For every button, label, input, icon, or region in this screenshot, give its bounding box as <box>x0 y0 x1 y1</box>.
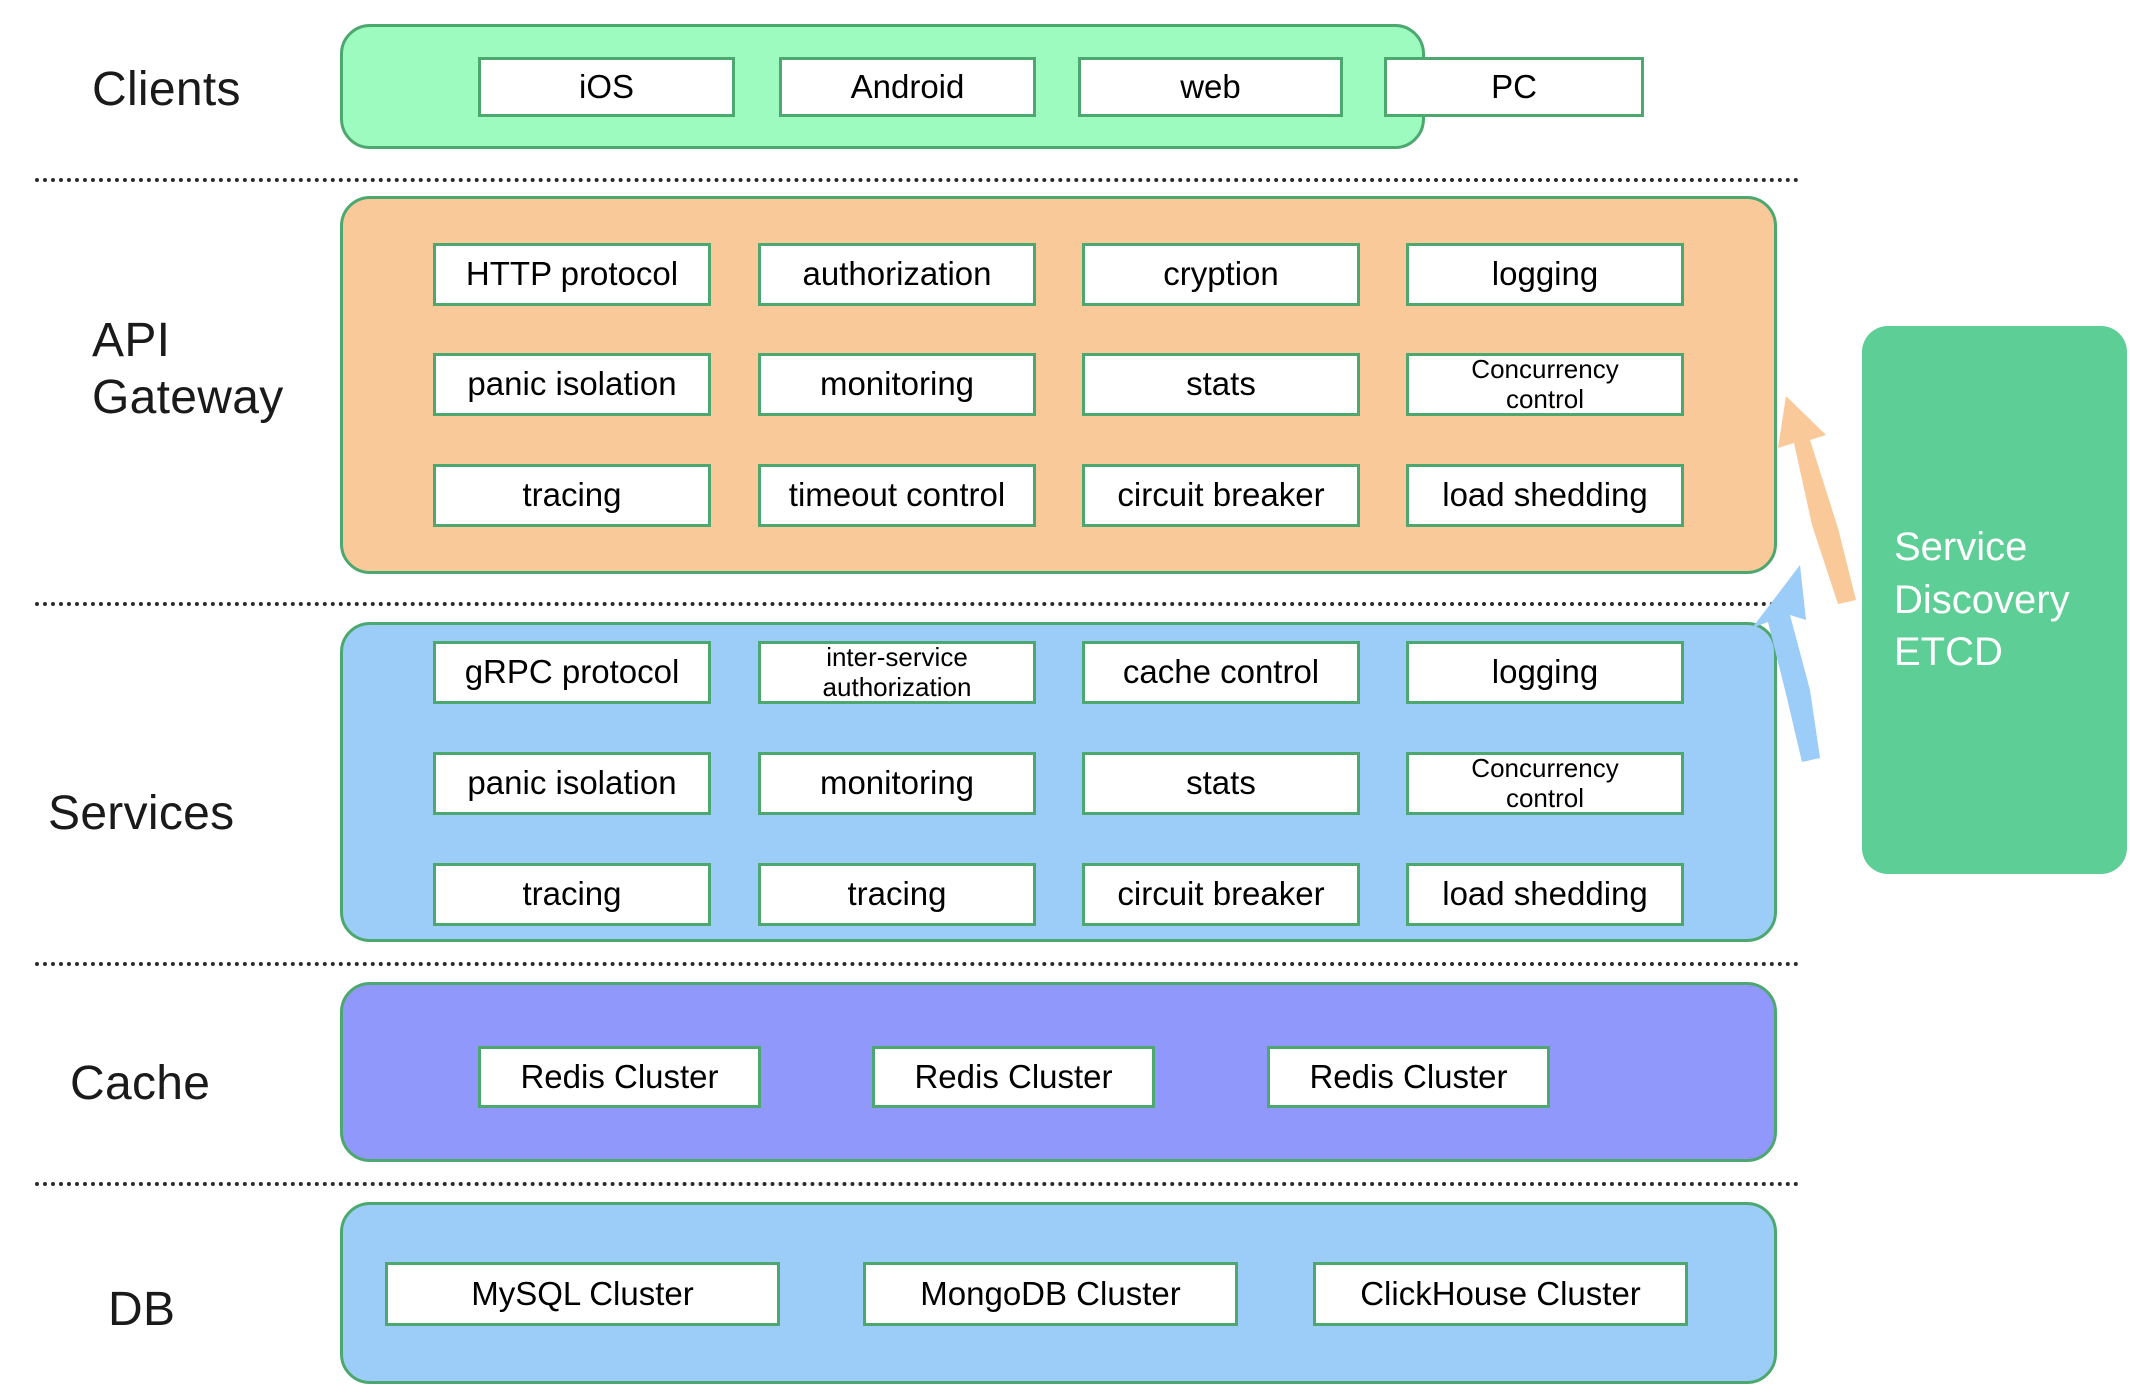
services-cell-logging[interactable]: logging <box>1406 641 1684 704</box>
gateway-cell-tracing[interactable]: tracing <box>433 464 711 527</box>
services-cell-load-shedding[interactable]: load shedding <box>1406 863 1684 926</box>
services-cell-monitoring[interactable]: monitoring <box>758 752 1036 815</box>
tier-label-cache: Cache <box>70 1057 211 1110</box>
services-cell-inter-service-authorization[interactable]: inter-service authorization <box>758 641 1036 704</box>
services-cell-concurrency-control[interactable]: Concurrency control <box>1406 752 1684 815</box>
arrow-discovery-to-gateway <box>1778 396 1856 604</box>
divider-cache-db <box>35 1182 1800 1186</box>
cache-cell-redis-2[interactable]: Redis Cluster <box>872 1046 1155 1108</box>
service-discovery-box[interactable]: Service Discovery ETCD <box>1862 326 2127 874</box>
gateway-cell-logging[interactable]: logging <box>1406 243 1684 306</box>
tier-label-clients: Clients <box>92 63 241 116</box>
services-cell-panic-isolation[interactable]: panic isolation <box>433 752 711 815</box>
cache-cell-redis-3[interactable]: Redis Cluster <box>1267 1046 1550 1108</box>
services-cell-grpc-protocol[interactable]: gRPC protocol <box>433 641 711 704</box>
services-cell-circuit-breaker[interactable]: circuit breaker <box>1082 863 1360 926</box>
client-cell-pc[interactable]: PC <box>1384 57 1644 117</box>
client-cell-web[interactable]: web <box>1078 57 1343 117</box>
services-cell-stats[interactable]: stats <box>1082 752 1360 815</box>
gateway-cell-authorization[interactable]: authorization <box>758 243 1036 306</box>
gateway-cell-http-protocol[interactable]: HTTP protocol <box>433 243 711 306</box>
services-cell-cache-control[interactable]: cache control <box>1082 641 1360 704</box>
tier-label-db: DB <box>108 1283 176 1336</box>
client-cell-ios[interactable]: iOS <box>478 57 735 117</box>
gateway-cell-panic-isolation[interactable]: panic isolation <box>433 353 711 416</box>
gateway-cell-stats[interactable]: stats <box>1082 353 1360 416</box>
tier-label-services: Services <box>48 787 235 840</box>
services-cell-tracing-2[interactable]: tracing <box>758 863 1036 926</box>
gateway-cell-load-shedding[interactable]: load shedding <box>1406 464 1684 527</box>
db-cell-mysql-cluster[interactable]: MySQL Cluster <box>385 1262 780 1326</box>
gateway-cell-monitoring[interactable]: monitoring <box>758 353 1036 416</box>
divider-services-cache <box>35 962 1800 966</box>
divider-clients-gateway <box>35 178 1800 182</box>
db-cell-mongodb-cluster[interactable]: MongoDB Cluster <box>863 1262 1238 1326</box>
gateway-cell-timeout-control[interactable]: timeout control <box>758 464 1036 527</box>
gateway-cell-circuit-breaker[interactable]: circuit breaker <box>1082 464 1360 527</box>
db-cell-clickhouse-cluster[interactable]: ClickHouse Cluster <box>1313 1262 1688 1326</box>
gateway-cell-concurrency-control[interactable]: Concurrency control <box>1406 353 1684 416</box>
tier-label-api-gateway: API Gateway <box>92 314 284 424</box>
gateway-cell-cryption[interactable]: cryption <box>1082 243 1360 306</box>
cache-cell-redis-1[interactable]: Redis Cluster <box>478 1046 761 1108</box>
client-cell-android[interactable]: Android <box>779 57 1036 117</box>
services-cell-tracing-1[interactable]: tracing <box>433 863 711 926</box>
divider-gateway-services <box>35 602 1800 606</box>
